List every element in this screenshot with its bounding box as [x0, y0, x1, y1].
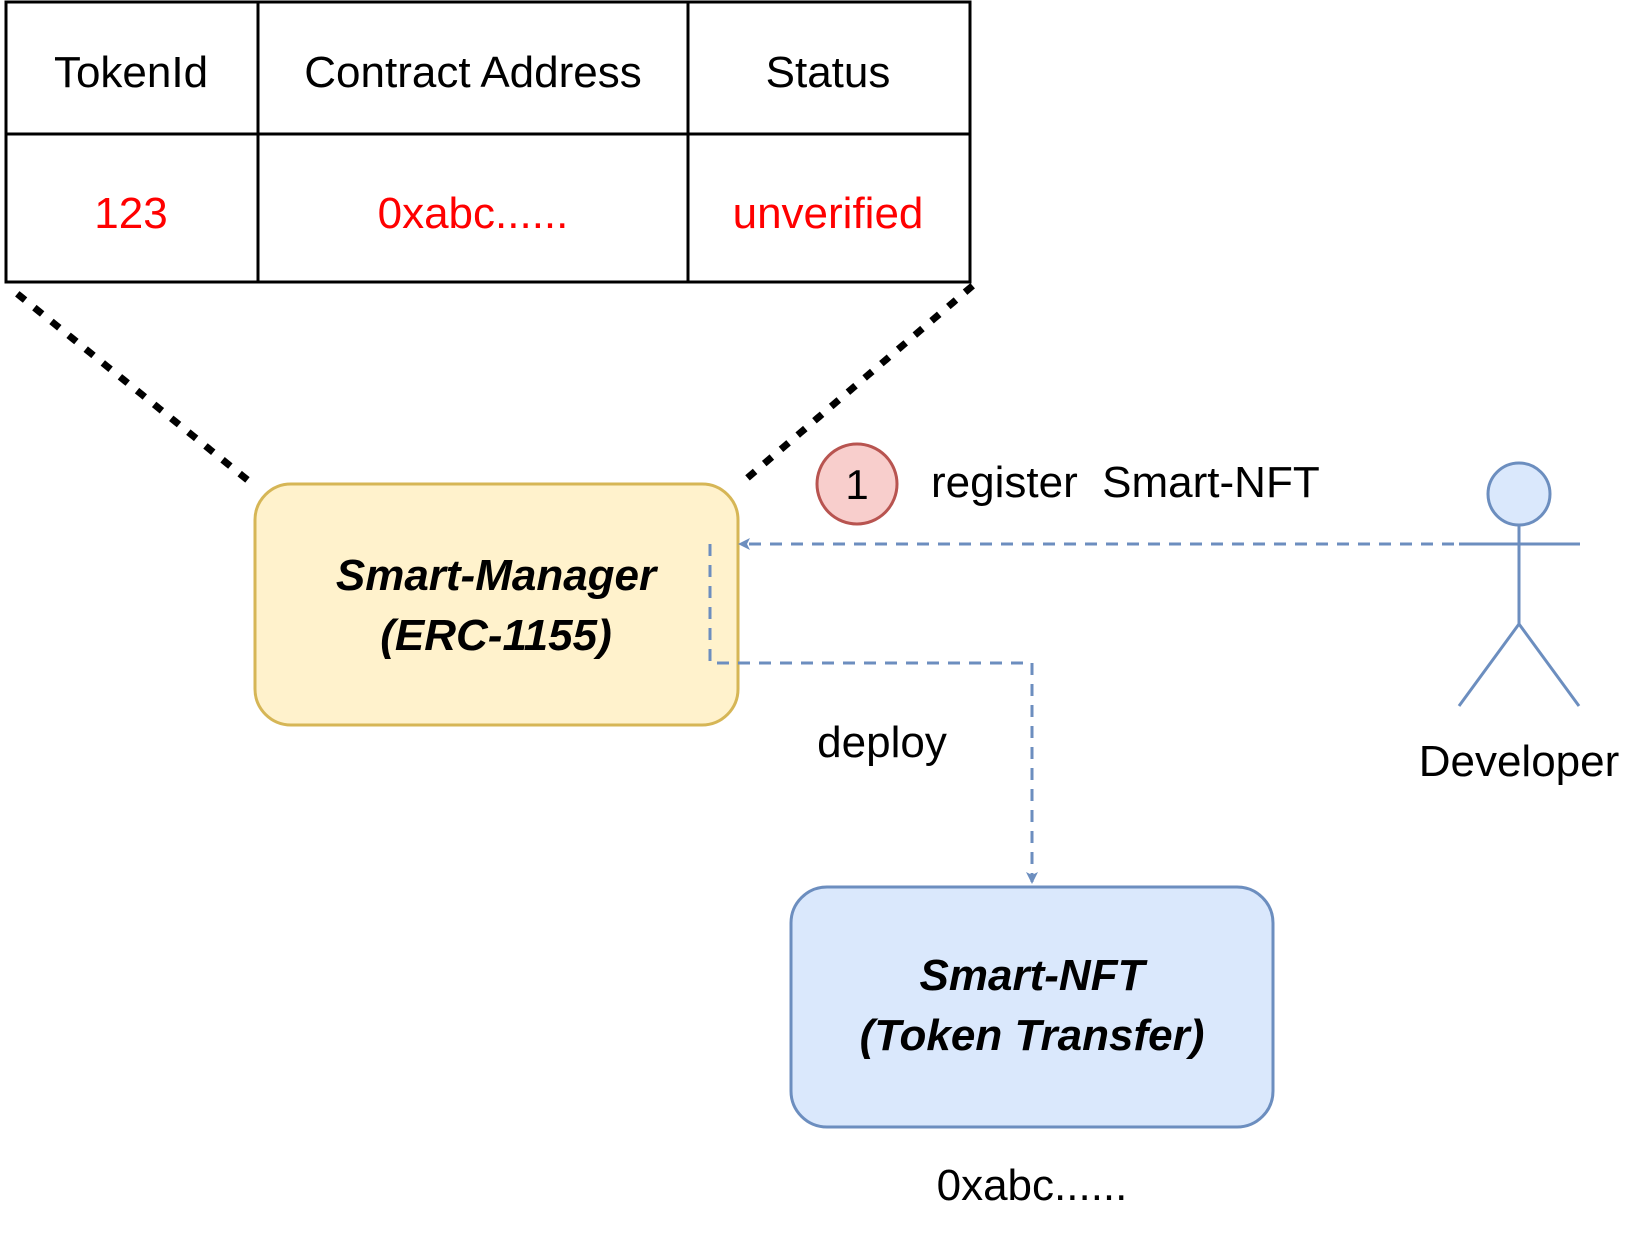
table-header-tokenid: TokenId	[54, 48, 208, 97]
step-badge-circle	[815, 442, 899, 526]
table-header-contract-address: Contract Address	[304, 48, 642, 97]
smart-manager-title: Smart-Manager	[336, 551, 659, 600]
smart-nft-address: 0xabc......	[937, 1161, 1128, 1210]
zoom-line-left	[15, 291, 260, 491]
registry-table: TokenId Contract Address Status 123 0xab…	[4, 0, 972, 284]
smart-nft-box: Smart-NFT (Token Transfer)	[789, 885, 1275, 1129]
smart-manager-subtitle: (ERC-1155)	[380, 611, 611, 660]
smart-manager-rect	[253, 482, 740, 727]
table-border	[4, 0, 972, 284]
smart-nft-subtitle: (Token Transfer)	[860, 1011, 1205, 1060]
table-cell-contract-address: 0xabc......	[378, 189, 569, 238]
step-badge-number: 1	[845, 461, 868, 508]
zoom-line-right	[740, 283, 975, 485]
table-cell-tokenid: 123	[94, 189, 167, 238]
developer-label: Developer	[1419, 737, 1620, 786]
table-cell-status: unverified	[733, 189, 924, 238]
actor-icon	[1457, 461, 1581, 707]
deploy-arrow	[708, 544, 1038, 884]
smart-nft-title: Smart-NFT	[920, 951, 1148, 1000]
deploy-label: deploy	[817, 718, 947, 767]
table-header-status: Status	[766, 48, 891, 97]
step-badge: 1	[815, 442, 899, 526]
register-label: register Smart-NFT	[931, 458, 1320, 507]
smart-manager-box: Smart-Manager (ERC-1155)	[253, 482, 740, 727]
developer-actor: Developer	[1419, 461, 1620, 786]
smart-nft-rect	[789, 885, 1275, 1129]
